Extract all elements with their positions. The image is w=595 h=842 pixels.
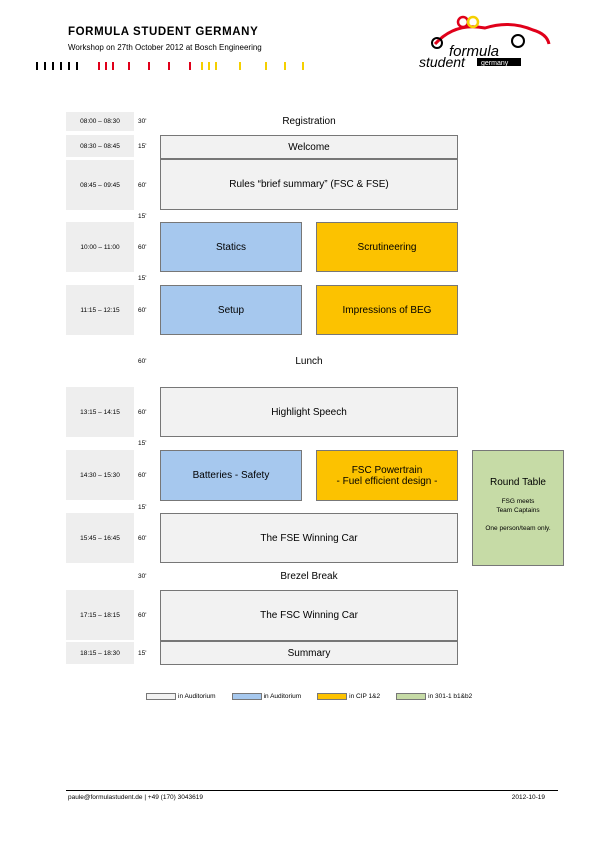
session-fsc-powertrain: FSC Powertrain - Fuel efficient design -: [316, 450, 458, 501]
time-registration: 08:00 – 08:30: [66, 112, 134, 131]
legend: in Auditorium in Auditorium in CIP 1&2 i…: [146, 693, 472, 700]
dur-fse: 60': [138, 534, 147, 542]
fsc-powertrain-title: FSC Powertrain: [351, 464, 423, 476]
time-fsc: 17:15 – 18:15: [66, 590, 134, 640]
round-table-title: Round Table: [490, 477, 546, 488]
dur-welcome: 15': [138, 142, 147, 150]
legend-swatch-yellow: [317, 693, 348, 700]
dur-gap-4: 15': [138, 503, 147, 511]
time-summary: 18:15 – 18:30: [66, 642, 134, 664]
logo-text-formula: formula: [449, 43, 499, 60]
time-fse: 15:45 – 16:45: [66, 513, 134, 563]
legend-label-4: in 301-1 b1&b2: [428, 693, 473, 700]
document-subtitle: Workshop on 27th October 2012 at Bosch E…: [68, 43, 262, 52]
legend-label-1: in Auditorium: [178, 693, 216, 700]
legend-swatch-white: [146, 693, 176, 700]
formula-student-germany-logo: formula student germany: [419, 15, 551, 70]
dur-rules: 60': [138, 181, 147, 189]
time-slot-3: 10:00 – 11:00: [66, 222, 134, 272]
session-welcome: Welcome: [160, 135, 458, 159]
dur-slot-6: 60': [138, 471, 147, 479]
session-lunch: Lunch: [295, 355, 323, 367]
dur-slot-3: 60': [138, 243, 147, 251]
session-summary: Summary: [160, 641, 458, 665]
session-round-table: Round Table FSG meets Team Captains One …: [472, 450, 564, 566]
session-impressions-of-beg: Impressions of BEG: [316, 285, 458, 335]
session-registration: Registration: [282, 116, 336, 127]
time-slot-4: 11:15 – 12:15: [66, 285, 134, 335]
legend-label-3: in CIP 1&2: [349, 693, 381, 700]
legend-label-2: in Auditorium: [263, 693, 302, 700]
session-batteries-safety: Batteries - Safety: [160, 450, 302, 501]
round-table-line-2: Team Captains: [496, 507, 540, 514]
dur-highlight: 60': [138, 408, 147, 416]
time-welcome: 08:30 – 08:45: [66, 135, 134, 157]
fsc-powertrain-subtitle: - Fuel efficient design -: [336, 475, 438, 487]
document-title: FORMULA STUDENT GERMANY: [68, 26, 259, 38]
dur-fsc: 60': [138, 611, 147, 619]
session-fse-winning-car: The FSE Winning Car: [160, 513, 458, 563]
header-stripes: [36, 62, 304, 70]
dur-lunch: 60': [138, 357, 147, 365]
session-setup: Setup: [160, 285, 302, 335]
dur-slot-4: 60': [138, 306, 147, 314]
dur-summary: 15': [138, 649, 147, 657]
session-highlight-speech: Highlight Speech: [160, 387, 458, 437]
session-fsc-winning-car: The FSC Winning Car: [160, 590, 458, 641]
time-slot-6: 14:30 – 15:30: [66, 450, 134, 500]
dur-brezel: 30': [138, 572, 147, 580]
dur-gap-3: 15': [138, 439, 147, 447]
session-rules: Rules “brief summary” (FSC & FSE): [160, 159, 458, 210]
dur-registration: 30': [138, 118, 147, 125]
session-statics: Statics: [160, 222, 302, 272]
session-brezel-break: Brezel Break: [280, 570, 338, 582]
footer-date: 2012-10-19: [511, 794, 545, 801]
legend-swatch-green: [396, 693, 427, 700]
logo-text-student: student: [419, 54, 466, 70]
time-rules: 08:45 – 09:45: [66, 160, 134, 210]
logo-text-germany: germany: [481, 60, 509, 67]
dur-gap-2: 15': [138, 274, 147, 282]
footer-divider: [66, 790, 558, 791]
footer-contact: paule@formulastudent.de | +49 (170) 3043…: [68, 794, 203, 801]
dur-gap-1: 15': [138, 212, 147, 220]
legend-swatch-blue: [231, 693, 262, 700]
time-highlight: 13:15 – 14:15: [66, 387, 134, 437]
session-scrutineering: Scrutineering: [316, 222, 458, 272]
round-table-line-3: One person/team only.: [485, 525, 551, 532]
round-table-line-1: FSG meets: [501, 498, 535, 505]
